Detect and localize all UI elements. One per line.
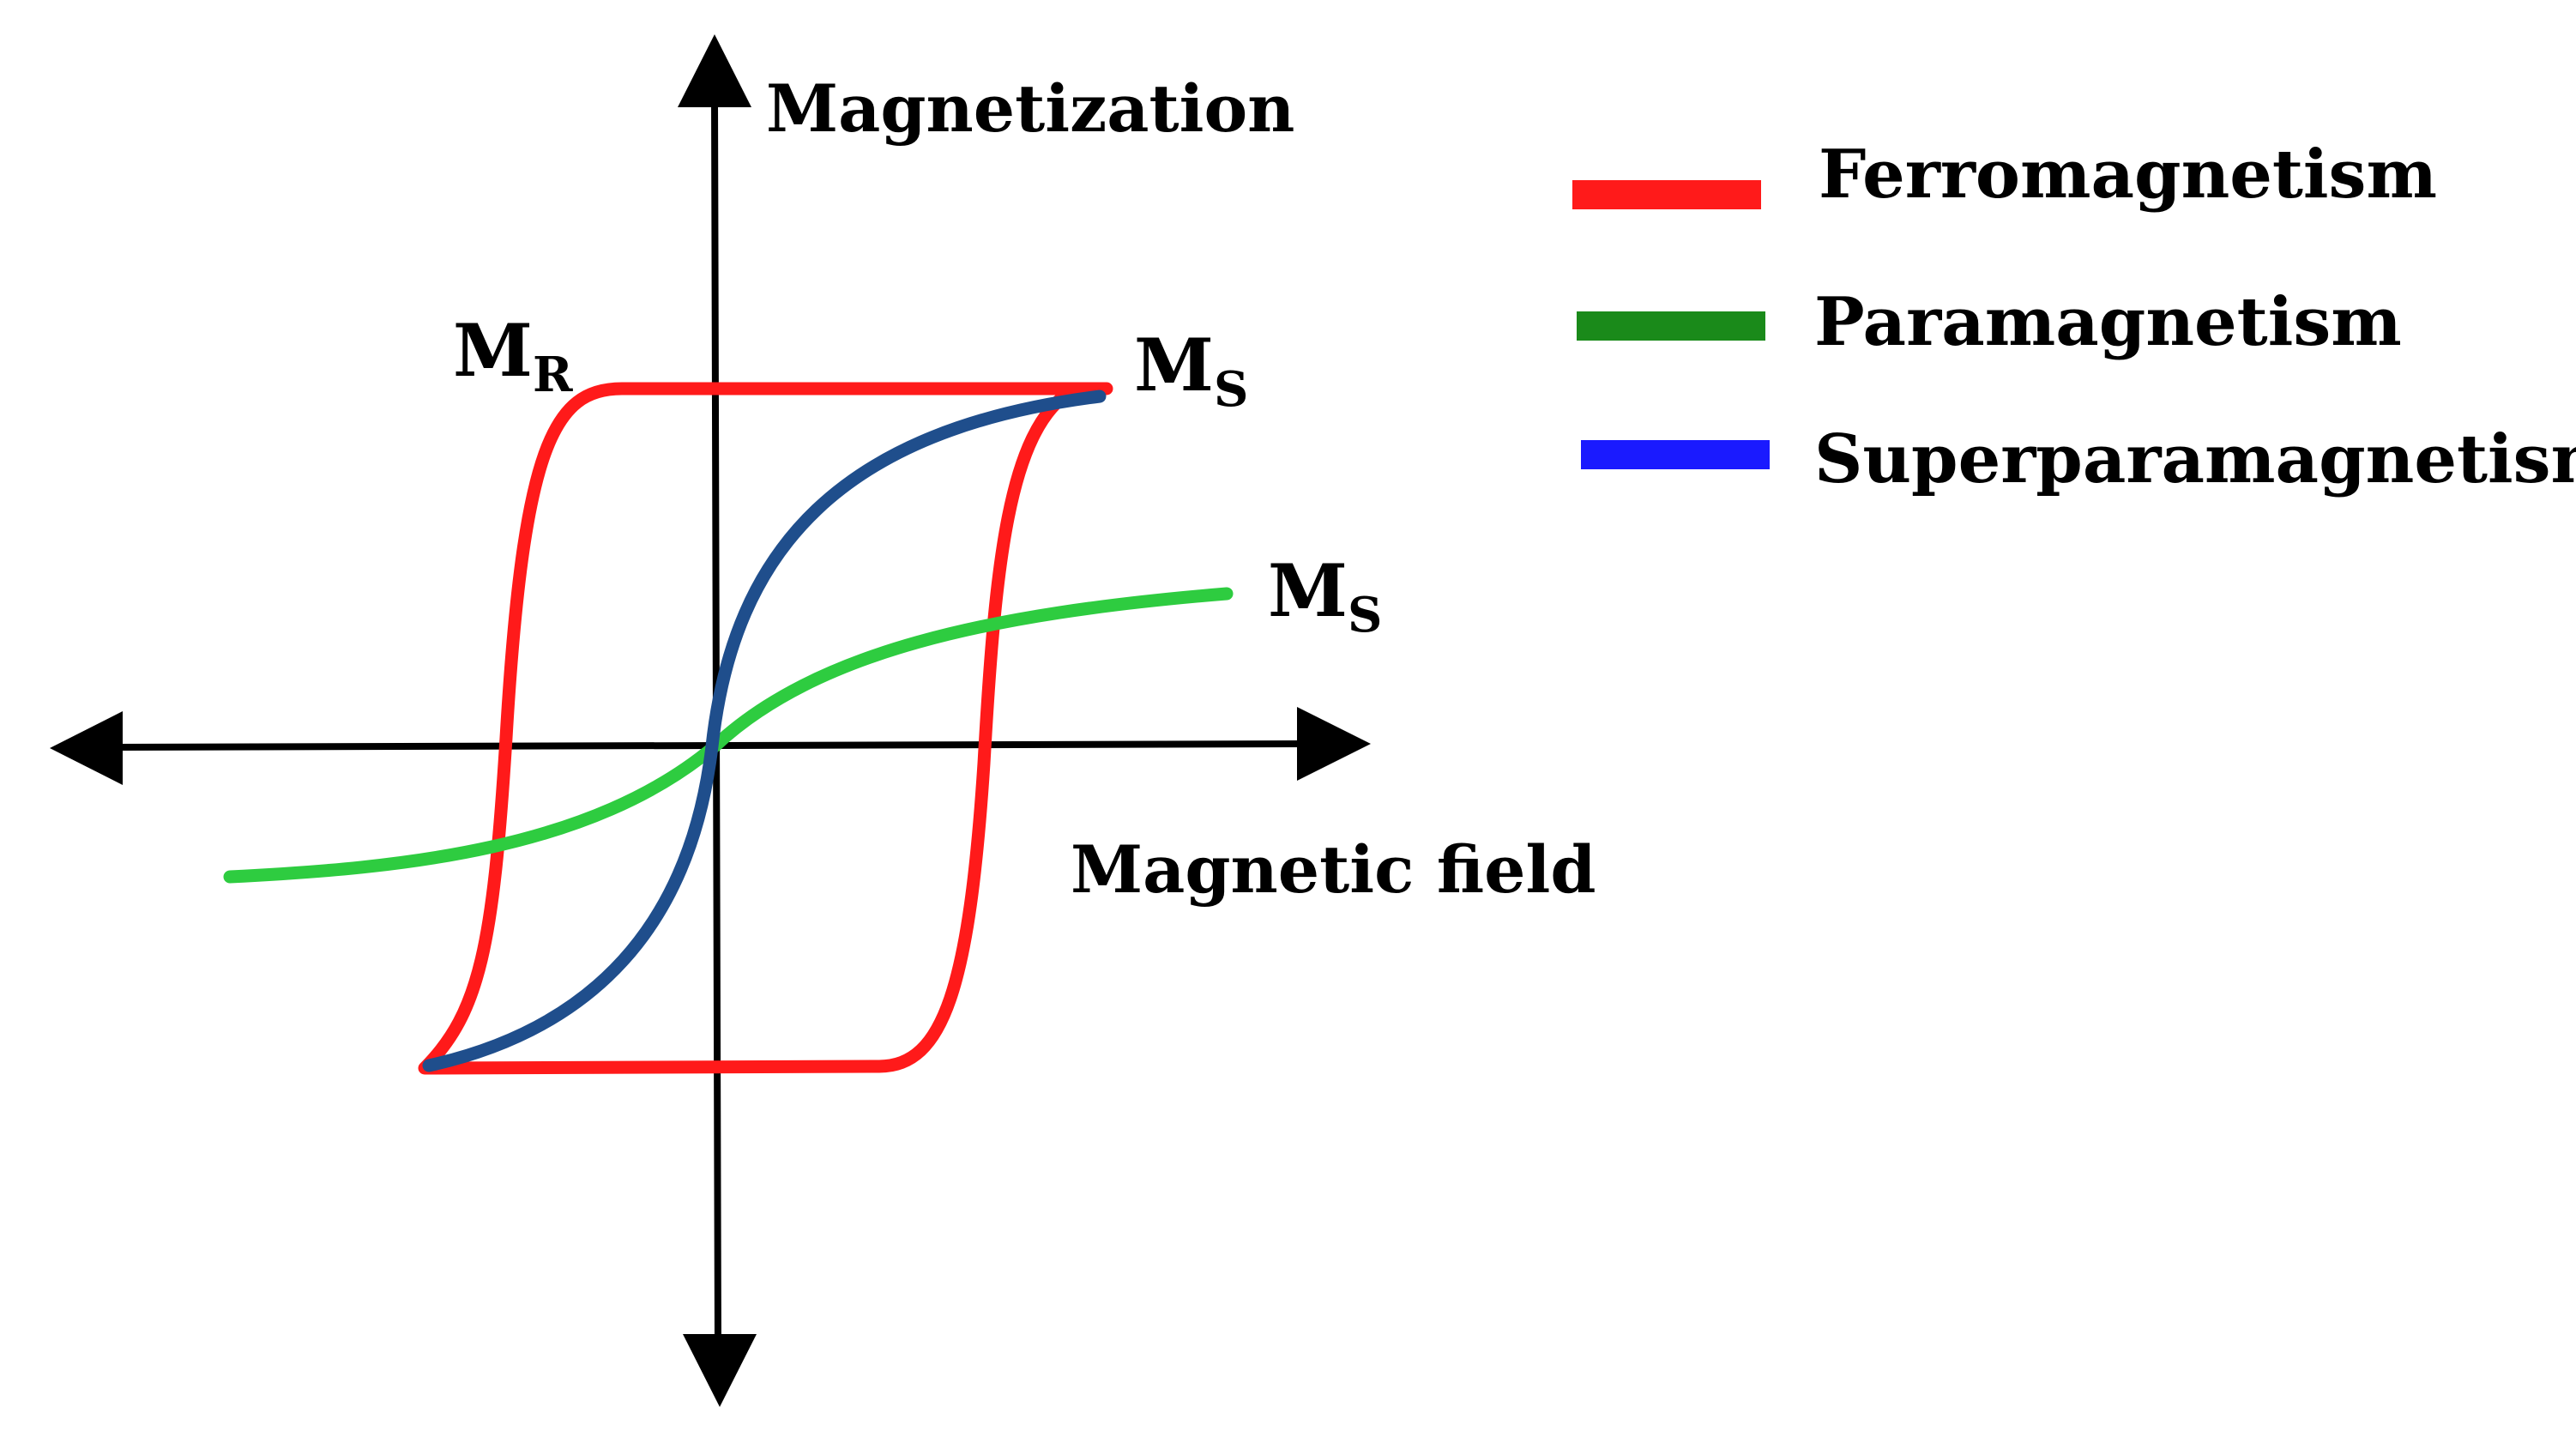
legend-item-paramagnetism: Paramagnetism: [1577, 283, 2402, 361]
legend-swatch-ferromagnetism: [1572, 180, 1761, 209]
remanence-marker-label: MR: [453, 308, 573, 403]
legend-swatch-paramagnetism: [1577, 311, 1765, 341]
curves: [223, 382, 1234, 1075]
saturation-marker-ferro-label: MS: [1134, 323, 1248, 418]
legend-item-superparamagnetism: Superparamagnetism: [1581, 420, 2576, 498]
saturation-marker-para-main: M: [1268, 548, 1348, 633]
saturation-marker-para-label: MS: [1268, 548, 1382, 643]
legend: Ferromagnetism Paramagnetism Superparama…: [1572, 136, 2576, 498]
y-axis-title: Magnetization: [766, 70, 1294, 147]
legend-label-paramagnetism: Paramagnetism: [1814, 283, 2402, 361]
legend-label-superparamagnetism: Superparamagnetism: [1814, 420, 2576, 498]
superparamagnetism-curve: [422, 389, 1107, 1072]
y-axis-arrow-up: [678, 34, 751, 107]
remanence-marker-sub: R: [533, 347, 573, 403]
x-axis-arrow-left: [50, 711, 123, 785]
remanence-marker-main: M: [453, 308, 533, 393]
legend-label-ferromagnetism: Ferromagnetism: [1819, 136, 2437, 214]
legend-item-ferromagnetism: Ferromagnetism: [1572, 136, 2437, 214]
x-axis-arrow-right: [1297, 707, 1371, 781]
x-axis-title: Magnetic field: [1071, 831, 1596, 908]
ferromagnetism-hysteresis-loop: [418, 382, 1113, 1075]
legend-swatch-superparamagnetism: [1581, 440, 1770, 469]
saturation-marker-para-sub: S: [1348, 587, 1382, 643]
saturation-marker-ferro-sub: S: [1214, 361, 1248, 418]
y-axis-arrow-down: [683, 1334, 757, 1407]
saturation-marker-ferro-main: M: [1134, 323, 1214, 408]
